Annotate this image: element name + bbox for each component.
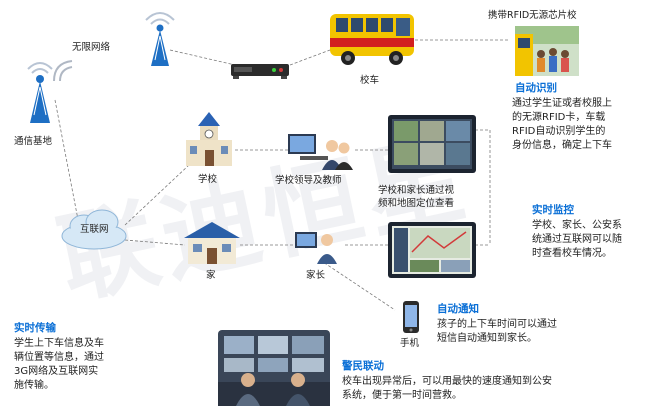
line-base-internet xyxy=(54,99,81,231)
parents-label: 家长 xyxy=(306,270,326,281)
realtime-transmit-line: 辆位置等信息，通过 xyxy=(14,352,104,363)
line-internet-home xyxy=(124,239,186,246)
realtime-monitor-line: 统通过互联网可以随 xyxy=(532,234,622,245)
auto-identify-line: 通过学生证或者校服上 xyxy=(512,98,612,109)
realtime-transmit-text: 学生上下车信息及车 辆位置等信息，通过 3G网络及互联网实 施传输。 xyxy=(14,337,104,393)
realtime-transmit-line: 3G网络及互联网实 xyxy=(14,366,99,377)
video-map-line: 学校和家长通过视 xyxy=(378,185,455,196)
auto-notify-heading: 自动通知 xyxy=(437,303,479,315)
internet-label: 互联网 xyxy=(80,224,109,235)
parents-icon xyxy=(295,228,345,270)
vehicle-dvr-device-icon xyxy=(230,60,292,84)
auto-notify-text: 孩子的上下车时间可以通过 短信自动通知到家长。 xyxy=(437,318,557,346)
realtime-monitor-line: 学校、家长、公安系 xyxy=(532,220,622,231)
monitor-screen-video xyxy=(388,115,478,179)
school-building-icon xyxy=(182,110,237,172)
police-link-heading: 警民联动 xyxy=(342,360,384,372)
auto-identify-line: 的无源RFID卡，车载 xyxy=(512,112,606,123)
internet-cloud-icon xyxy=(58,206,130,256)
home-label: 家 xyxy=(206,270,216,281)
auto-identify-text: 通过学生证或者校服上 的无源RFID卡，车载 RFID自动识别学生的 身份信息，… xyxy=(512,97,612,153)
realtime-monitor-heading: 实时监控 xyxy=(532,204,574,216)
police-control-room-photo xyxy=(218,330,330,410)
auto-notify-line: 孩子的上下车时间可以通过 xyxy=(437,319,557,330)
video-map-label: 学校和家长通过视 频和地图定位查看 xyxy=(378,184,454,210)
home-house-icon xyxy=(182,220,242,270)
base-station-tower-icon xyxy=(20,55,60,129)
realtime-transmit-heading: 实时传输 xyxy=(14,322,56,334)
auto-identify-line: RFID自动识别学生的 xyxy=(512,126,606,137)
wireless-tower-icon xyxy=(140,8,180,72)
auto-identify-heading: 自动识别 xyxy=(515,82,557,94)
realtime-monitor-text: 学校、家长、公安系 统通过互联网可以随 时查看校车情况。 xyxy=(532,219,622,261)
auto-identify-line: 身份信息，确定上下车 xyxy=(512,140,612,151)
leaders-teachers-label: 学校领导及教师 xyxy=(275,175,342,186)
mobile-phone-icon xyxy=(402,300,420,338)
realtime-transmit-line: 施传输。 xyxy=(14,380,54,391)
school-bus-icon xyxy=(328,8,418,72)
auto-notify-line: 短信自动通知到家长。 xyxy=(437,333,537,344)
school-label: 学校 xyxy=(198,174,218,185)
leaders-teachers-icon xyxy=(286,132,356,176)
monitor-screen-map xyxy=(388,222,478,284)
signal-waves-icon xyxy=(50,55,80,89)
rfid-card-label: 携带RFID无源芯片校 xyxy=(488,10,577,21)
base-station-label: 通信基地 xyxy=(14,136,53,147)
police-link-line: 系统，便于第一时间营救。 xyxy=(342,390,462,401)
mobile-label: 手机 xyxy=(400,338,420,349)
line-tower-dvr xyxy=(169,49,236,66)
students-boarding-photo xyxy=(515,26,579,80)
video-map-line: 频和地图定位查看 xyxy=(378,198,455,209)
police-link-text: 校车出现异常后，可以用最快的速度通知到公安 系统，便于第一时间营救。 xyxy=(342,375,552,403)
wireless-network-label: 无限网络 xyxy=(72,42,111,53)
realtime-monitor-line: 时查看校车情况。 xyxy=(532,248,612,259)
bus-label: 校车 xyxy=(360,75,380,86)
line-dvr-bus xyxy=(289,49,331,66)
line-parents-phone xyxy=(319,259,396,311)
police-link-line: 校车出现异常后，可以用最快的速度通知到公安 xyxy=(342,376,552,387)
realtime-transmit-line: 学生上下车信息及车 xyxy=(14,338,104,349)
